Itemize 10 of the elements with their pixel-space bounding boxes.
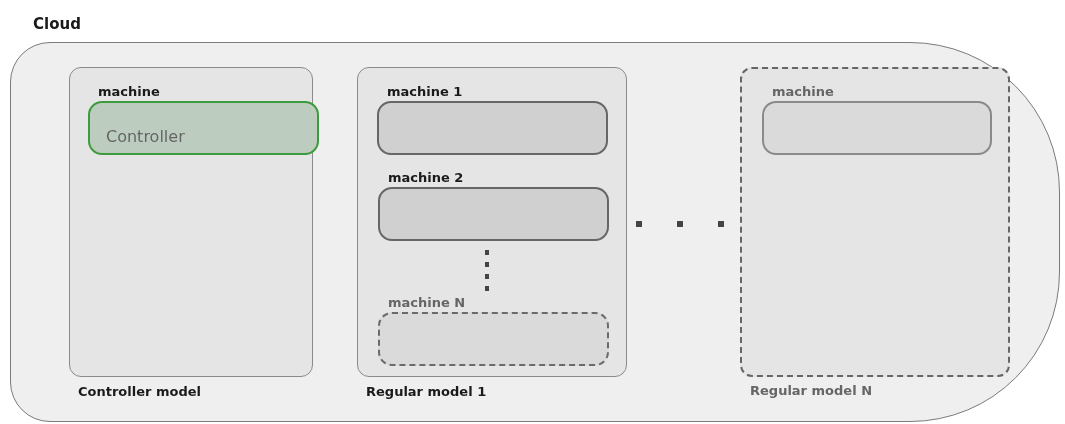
heading-label: machine 2	[388, 170, 464, 185]
heading-label: machine N	[388, 295, 466, 310]
heading-label: Regular model 1	[366, 384, 487, 399]
heading-label: Cloud	[33, 15, 81, 33]
heading-label: machine	[98, 84, 160, 99]
box-label: Controller	[106, 127, 185, 146]
heading-label: Regular model N	[750, 383, 872, 398]
heading-label: machine	[772, 84, 834, 99]
heading-label: machine 1	[387, 84, 463, 99]
heading-label: Controller model	[78, 384, 201, 399]
